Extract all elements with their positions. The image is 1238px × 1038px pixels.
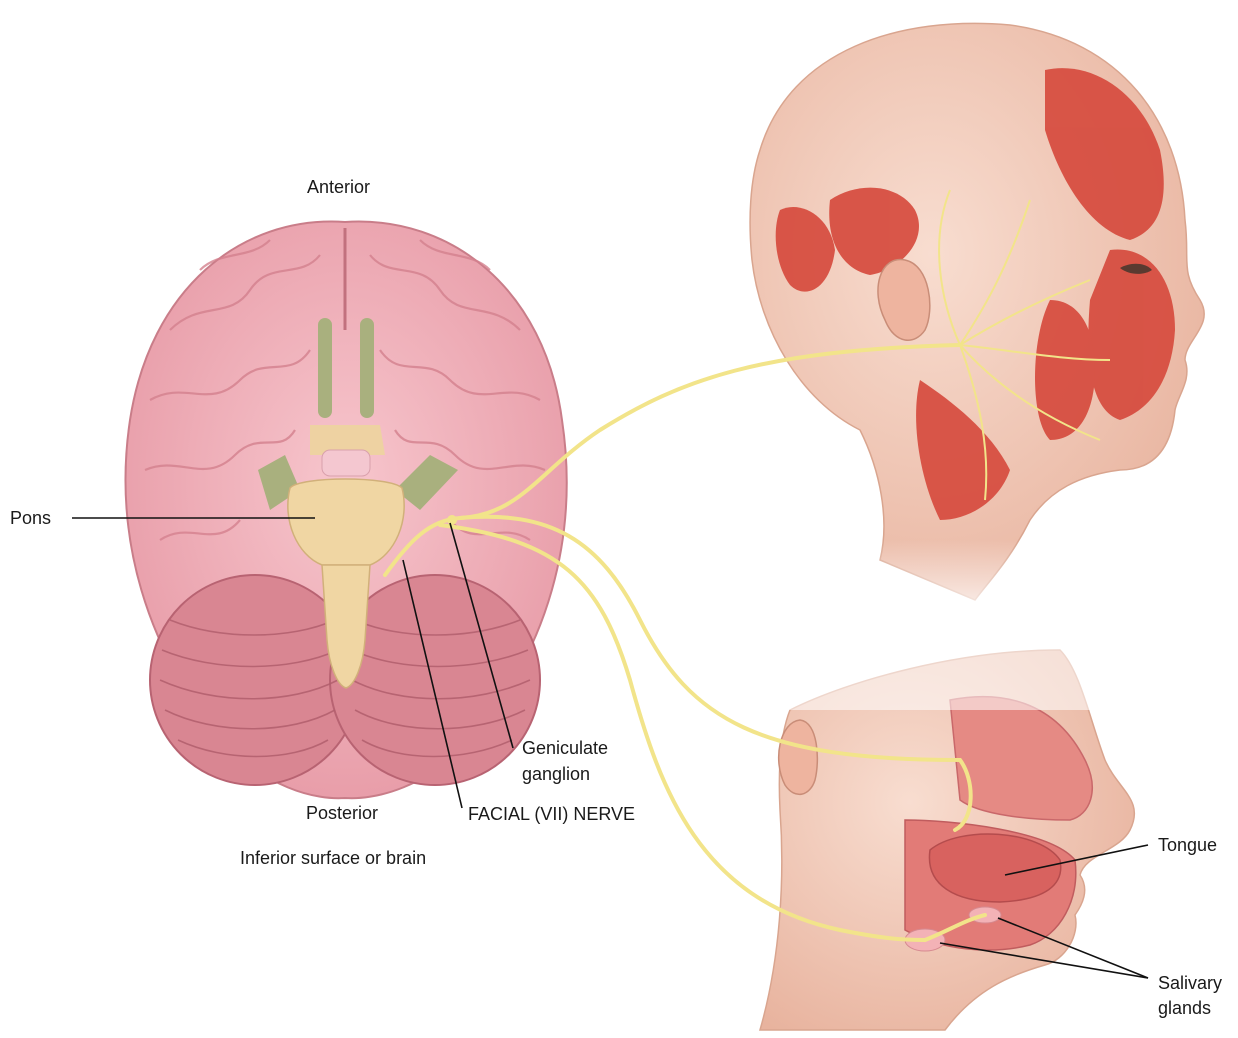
label-tongue: Tongue: [1158, 835, 1217, 855]
label-facial-nerve: FACIAL (VII) NERVE: [468, 804, 635, 824]
label-geniculate-2: ganglion: [522, 764, 590, 784]
label-inferior-surface: Inferior surface or brain: [240, 848, 426, 868]
geniculate-ganglion-marker: [447, 515, 457, 525]
pons: [288, 479, 404, 565]
label-anterior: Anterior: [307, 177, 370, 197]
label-salivary-2: glands: [1158, 998, 1211, 1018]
label-pons: Pons: [10, 508, 51, 528]
label-salivary-1: Salivary: [1158, 973, 1222, 993]
head-lateral-view: [750, 23, 1204, 630]
ear-lower: [779, 720, 818, 794]
label-posterior: Posterior: [306, 803, 378, 823]
head-sagittal-view: [760, 640, 1134, 1030]
label-geniculate-1: Geniculate: [522, 738, 608, 758]
